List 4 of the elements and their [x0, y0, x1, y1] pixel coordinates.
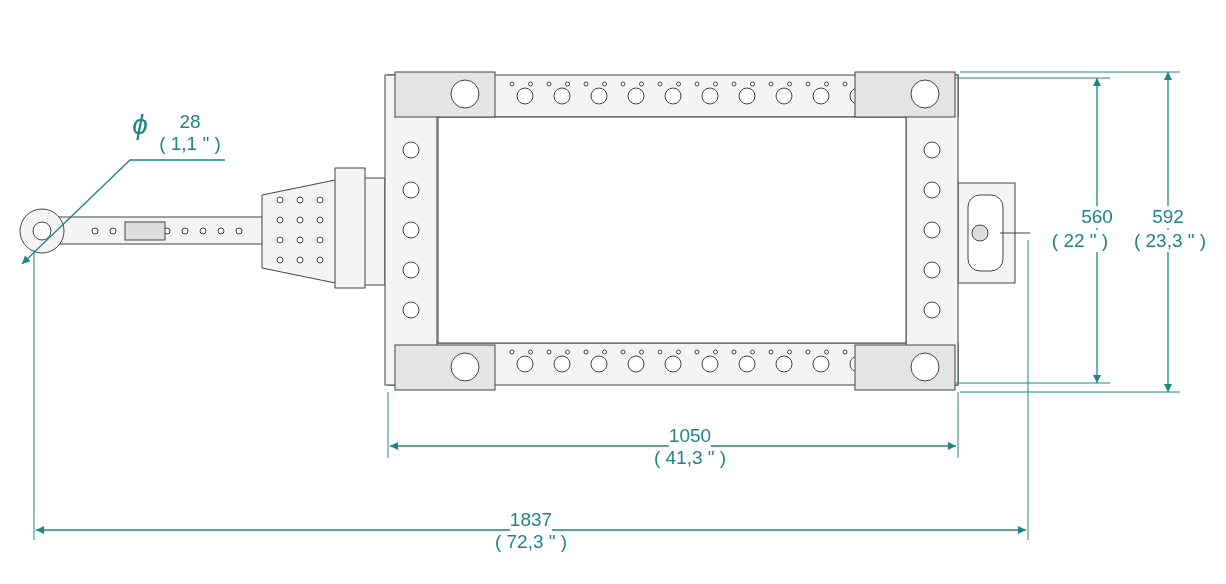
dimension-value: ( 22 " ) [1051, 230, 1109, 252]
dimension-value: 560 [1081, 206, 1113, 228]
dimension-value: ( 23,3 " ) [1133, 230, 1207, 252]
dimension-value: 592 [1152, 206, 1184, 228]
